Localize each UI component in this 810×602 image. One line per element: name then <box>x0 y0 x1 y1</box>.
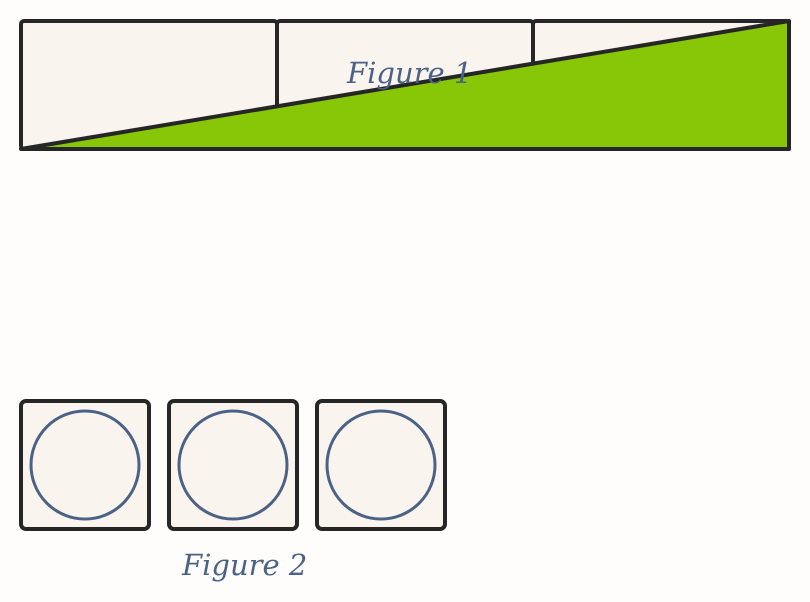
figure-2-tile <box>167 399 299 531</box>
figure-1-shaded-triangle <box>19 19 791 151</box>
figure-2-tile <box>315 399 447 531</box>
figure-1-caption: Figure 1 <box>347 56 473 90</box>
figure-2-tile <box>19 399 151 531</box>
figure-2-caption: Figure 2 <box>182 548 308 582</box>
figure-2-circle <box>29 409 141 521</box>
figure-1-group <box>19 19 791 151</box>
figure-2-group <box>19 399 447 531</box>
figure-2-circle <box>177 409 289 521</box>
figure-2-circle <box>325 409 437 521</box>
